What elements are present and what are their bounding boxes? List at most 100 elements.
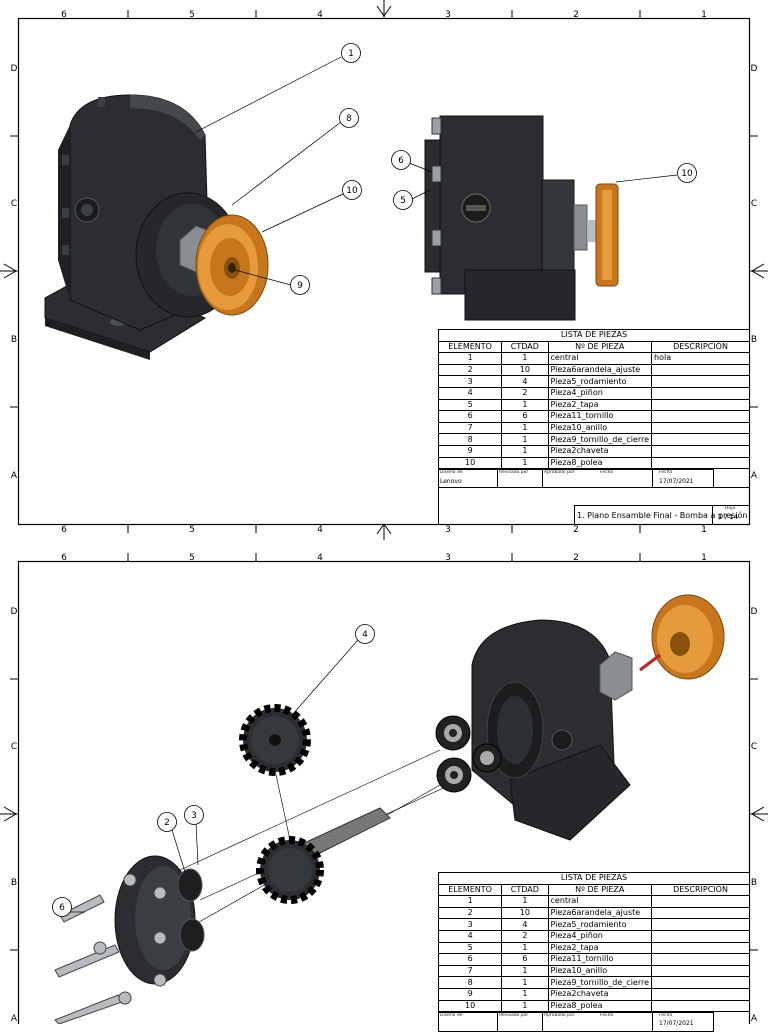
table-cell: Pieza2chaveta [547, 444, 653, 458]
table-cell: Pieza4_piñon [547, 929, 653, 943]
table-cell: Pieza2_tapa [547, 398, 653, 412]
table-cell [651, 398, 750, 412]
approved-by-label: Aprobado por [544, 470, 575, 475]
svg-text:2: 2 [573, 525, 579, 535]
table-cell: Pieza9_tornillo_de_cierre [547, 976, 653, 989]
table-cell: central [547, 895, 653, 908]
balloon-3: 3 [191, 811, 197, 821]
table-cell: 10 [437, 999, 503, 1013]
header-elemento: ELEMENTO [437, 340, 503, 354]
table-cell: Pieza10_anillo [547, 421, 653, 435]
svg-text:4: 4 [317, 525, 323, 535]
zone-col-5: 5 [189, 10, 195, 20]
svg-text:5: 5 [189, 553, 195, 563]
header-num-pieza: Nº DE PIEZA [547, 340, 653, 354]
date-label-2: Fecha [659, 470, 673, 475]
table-cell: Pieza8_polea [547, 999, 653, 1013]
pump-iso-view [44, 94, 269, 360]
table-cell: 4 [501, 918, 549, 931]
table-cell: 1 [501, 999, 549, 1013]
table-cell: 10 [501, 906, 549, 920]
zone-col-6: 6 [61, 10, 67, 20]
table-cell [651, 444, 750, 458]
reviewed-by-label: Revisado por [499, 470, 529, 475]
zone-row-A: A [11, 471, 18, 481]
svg-text:5: 5 [189, 525, 195, 535]
table-cell: 2 [501, 929, 549, 943]
table-cell [651, 929, 750, 943]
zone-row-C: C [11, 199, 17, 209]
header-descripcion: DESCRIPCIÓN [651, 340, 750, 354]
table-cell: Pieza2chaveta [547, 987, 653, 1001]
title-block-1: Diseño de Lenovo Revisado por Aprobado p… [438, 469, 750, 525]
parts-list-table-2: LISTA DE PIEZAS ELEMENTO CTDAD Nº DE PIE… [437, 872, 750, 1013]
header-num-pieza: Nº DE PIEZA [547, 883, 653, 897]
svg-text:A: A [11, 1014, 18, 1024]
zone-col-4: 4 [317, 10, 323, 20]
table-cell: 5 [437, 398, 503, 412]
table-cell: 4 [501, 375, 549, 388]
svg-text:4: 4 [317, 553, 323, 563]
svg-text:C: C [751, 742, 757, 752]
svg-text:A: A [751, 1014, 758, 1024]
designed-by-value: Lenovo [440, 478, 462, 485]
svg-text:C: C [11, 742, 17, 752]
drawing-sheet-2: 6 5 4 3 2 1 D C B A D C B A [0, 540, 768, 1032]
date-label-1: Fecha [600, 1013, 614, 1018]
table-cell [651, 918, 750, 931]
svg-text:D: D [11, 607, 18, 617]
table-cell: 3 [437, 918, 503, 931]
table-cell [651, 410, 750, 423]
table-cell [651, 386, 750, 400]
sheet-label: Hoja [725, 506, 736, 511]
table-cell: Pieza6arandela_ajuste [547, 906, 653, 920]
svg-text:3: 3 [445, 525, 451, 535]
drawing-sheet-1: 6 5 4 3 2 1 6 5 4 3 2 1 D C B A D C B A [0, 0, 768, 540]
table-cell [651, 421, 750, 435]
date-label-1: Fecha [600, 470, 614, 475]
date-value: 17/07/2021 [659, 478, 694, 485]
table-cell: 1 [437, 352, 503, 365]
sheet-2-leaders [70, 639, 359, 913]
table-cell: 1 [437, 895, 503, 908]
table-cell: hola [651, 352, 750, 365]
table-cell: 7 [437, 421, 503, 435]
table-cell: Pieza2_tapa [547, 941, 653, 955]
table-cell [651, 895, 750, 908]
table-cell: 6 [501, 953, 549, 966]
designed-by-label: Diseño de [440, 470, 463, 475]
balloon-2: 2 [164, 818, 170, 828]
table-cell: 6 [437, 410, 503, 423]
balloon-6-exploded: 6 [59, 903, 65, 913]
table-cell: 4 [437, 929, 503, 943]
svg-text:6: 6 [61, 553, 67, 563]
table-cell: 1 [501, 895, 549, 908]
svg-text:D: D [751, 64, 758, 74]
zone-col-3: 3 [445, 10, 451, 20]
table-cell: 1 [501, 352, 549, 365]
table-cell: Pieza5_rodamiento [547, 375, 653, 388]
table-cell: Pieza9_tornillo_de_cierre [547, 433, 653, 446]
table-cell [651, 375, 750, 388]
table-cell [651, 964, 750, 978]
table-cell: 1 [501, 976, 549, 989]
balloon-1: 1 [348, 49, 354, 59]
table-cell: 1 [501, 444, 549, 458]
table-cell: 6 [437, 953, 503, 966]
svg-text:B: B [751, 335, 757, 345]
header-ctdad: CTDAD [501, 340, 549, 354]
table-cell [651, 999, 750, 1013]
